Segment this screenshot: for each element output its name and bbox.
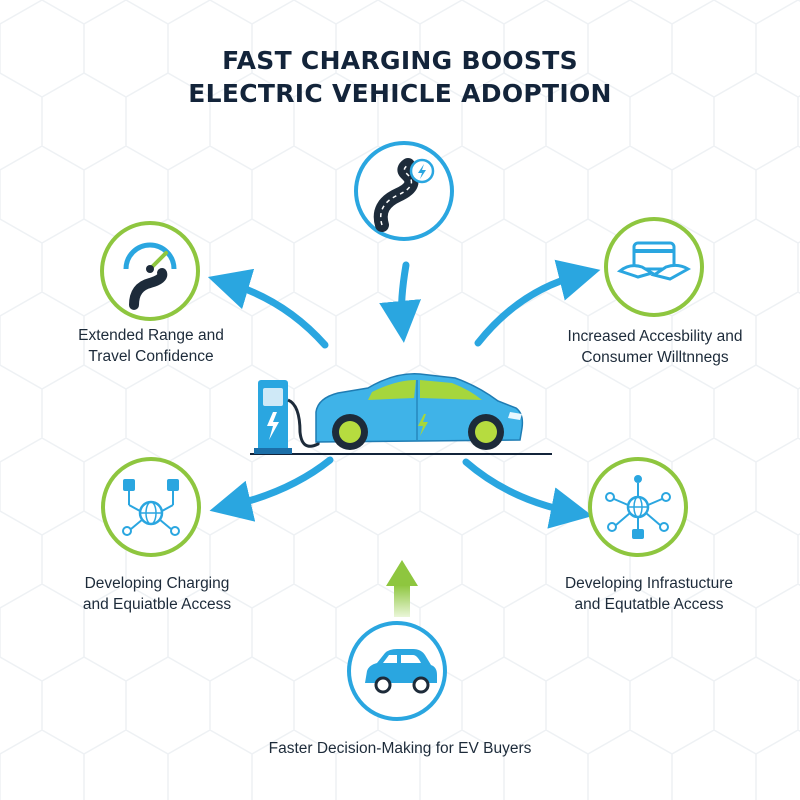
node-bottom (347, 621, 447, 721)
label-top-right: Increased Accesbility and Consumer Willt… (567, 328, 743, 366)
infrastructure-network-icon (605, 475, 671, 539)
arrow-to-bottom-right (462, 458, 593, 529)
car-icon (365, 649, 437, 694)
arrow-to-top-left (207, 268, 329, 349)
speedometer-road-icon (123, 242, 177, 310)
charging-network-icon (122, 479, 180, 536)
arrow-to-bottom-left (209, 456, 334, 522)
node-top-right (604, 217, 704, 317)
arrow-from-bottom (386, 560, 418, 617)
label-bottom-right: Developing Infrastucture and Equtatble A… (564, 575, 733, 613)
arrow-to-top-right (474, 259, 601, 347)
node-bottom-right (588, 457, 688, 557)
arrow-from-top (379, 261, 422, 343)
hands-card-icon (616, 241, 691, 281)
label-bottom-left: Developing Charging and Equiatble Access (82, 575, 232, 613)
title-line-1: FAST CHARGING BOOSTS (222, 46, 578, 75)
node-top-left (100, 221, 200, 321)
winding-road-icon (373, 158, 435, 232)
node-top (354, 141, 454, 241)
node-bottom-left (101, 457, 201, 557)
page-title: FAST CHARGING BOOSTS ELECTRIC VEHICLE AD… (0, 44, 800, 110)
label-bottom: Faster Decision-Making for EV Buyers (268, 740, 532, 757)
title-line-2: ELECTRIC VEHICLE ADOPTION (188, 79, 612, 108)
label-top-left: Extended Range and Travel Confidence (78, 327, 224, 365)
